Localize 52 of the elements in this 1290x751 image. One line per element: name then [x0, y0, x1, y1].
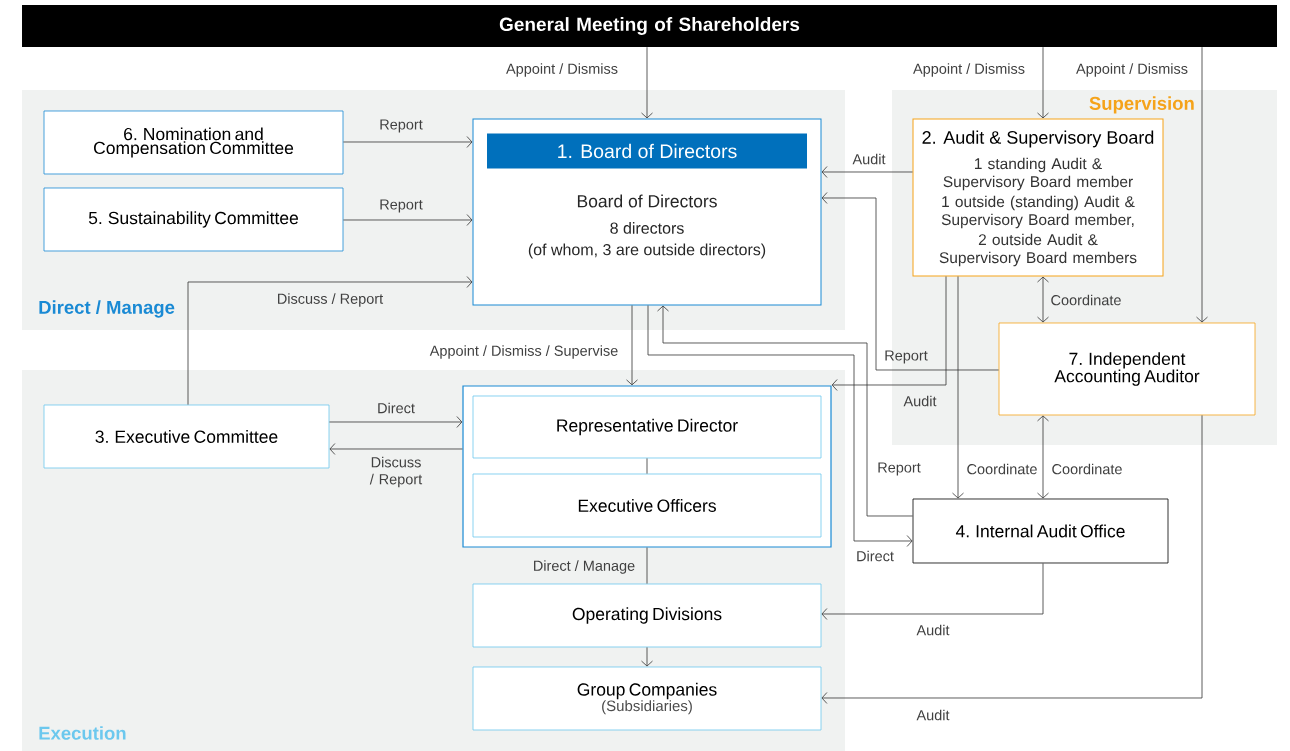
arrow — [821, 166, 913, 178]
committee-box: 3. Executive Committee — [43, 404, 330, 469]
division-box: Operating Divisions — [472, 583, 822, 648]
arrow — [187, 276, 473, 405]
arrow — [1196, 46, 1208, 323]
edge-label: Report — [380, 199, 423, 213]
board-box: 1. Board of Directors Board of Directors 8 directors (of whom, 3 are outside directors) — [472, 118, 822, 306]
title-band: General Meeting of Shareholders — [22, 5, 1277, 47]
edge-label: Report — [885, 350, 928, 364]
arrow — [1037, 46, 1049, 119]
edge-label: Audit — [916, 709, 950, 721]
edge-label: Report — [878, 462, 921, 476]
companies-box: Group Companies (Subsidiaries) — [472, 666, 822, 731]
edge-label: Direct — [857, 550, 894, 562]
arrow — [343, 136, 473, 148]
arrow — [647, 305, 913, 547]
arrow — [626, 305, 638, 386]
edge-label: Audit — [852, 153, 886, 165]
arrow — [821, 563, 1044, 620]
arrow — [641, 647, 653, 667]
edge-label: Appoint / Dismiss — [506, 63, 618, 77]
arrow — [641, 46, 653, 119]
edge-label: Audit — [916, 624, 950, 636]
committee-box: 5. Sustainability Committee — [43, 187, 344, 252]
edge-label: Coordinate — [967, 463, 1037, 475]
board-box: 2. Audit & Supervisory Board 1 standing Audit & Supervisory Board member 1 outside (standing) Audit & Supervisory Board member, 2 outside Audit & Supervisory Board members — [912, 118, 1164, 277]
arrow — [657, 305, 913, 517]
arrow — [952, 276, 964, 499]
arrow — [343, 214, 473, 226]
edge-label: Discuss / Report — [278, 293, 384, 307]
edge-label: Direct / Manage — [534, 560, 635, 574]
edge-label: Coordinate — [1052, 463, 1122, 475]
arrow — [831, 276, 947, 391]
edge-label: Coordinate — [1051, 294, 1121, 306]
edge-label: Appoint / Dismiss — [913, 63, 1025, 77]
edge-label: Report — [380, 119, 423, 133]
edge-label: Appoint / Dismiss / Supervise — [429, 345, 618, 359]
arrow — [1037, 415, 1049, 499]
edge-label: Discuss / Report — [369, 456, 423, 488]
auditor-box: 7. Independent Accounting Auditor — [998, 322, 1256, 416]
arrow — [821, 415, 1203, 704]
arrow — [821, 192, 999, 371]
arrow — [329, 443, 463, 455]
arrow — [329, 416, 463, 428]
edge-label: Appoint / Dismiss — [1076, 63, 1188, 77]
role-box: Representative Director — [472, 395, 822, 459]
office-box: 4. Internal Audit Office — [912, 498, 1169, 564]
arrow — [1037, 276, 1049, 323]
edge-label: Audit — [903, 395, 937, 407]
role-box: Executive Officers — [472, 473, 822, 538]
edge-label: Direct — [378, 402, 415, 414]
committee-box: 6. Nomination and Compensation Committee — [43, 110, 344, 175]
